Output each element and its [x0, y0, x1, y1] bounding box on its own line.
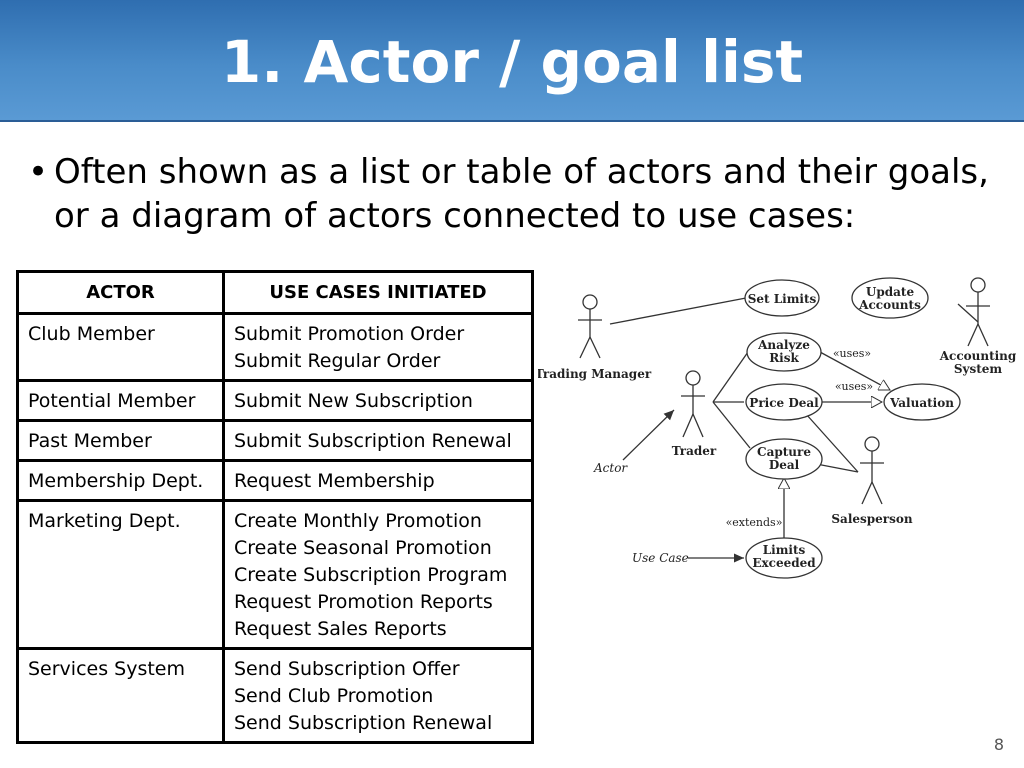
- header-use-cases: USE CASES INITIATED: [222, 270, 534, 315]
- label-trading-manager: Trading Manager: [538, 367, 652, 381]
- use-cases-cell: Submit New Subscription: [222, 379, 534, 422]
- actor-cell: Services System: [16, 647, 225, 744]
- label-limits-exceeded-line1: Limits: [763, 543, 806, 557]
- use-case-price-deal: [745, 383, 823, 421]
- label-update-accounts-line1: Update: [866, 285, 915, 299]
- uses-relationship: [819, 351, 890, 391]
- slide-title: 1. Actor / goal list: [220, 28, 804, 96]
- header-actor: ACTOR: [16, 270, 225, 315]
- label-set-limits: Set Limits: [748, 292, 817, 306]
- actor-cell: Membership Dept.: [16, 459, 225, 502]
- actor-cell: Marketing Dept.: [16, 499, 225, 650]
- annotation-use-case: Use Case: [632, 551, 689, 565]
- use-cases-cell: Send Subscription Offer Send Club Promot…: [222, 647, 534, 744]
- label-analyze-risk-line2: Risk: [769, 351, 799, 365]
- association-line: [805, 413, 859, 473]
- use-case-item: Send Club Promotion: [234, 685, 434, 707]
- use-cases-cell: Submit Subscription Renewal: [222, 419, 534, 462]
- label-extends: «extends»: [726, 516, 783, 529]
- label-price-deal: Price Deal: [749, 396, 819, 410]
- use-case-set-limits: [744, 279, 820, 317]
- trader-actor-icon: [681, 370, 705, 438]
- label-analyze-risk-line1: Analyze: [757, 338, 810, 352]
- use-case-limits-exceeded: [745, 537, 823, 579]
- actor-cell: Club Member: [16, 312, 225, 382]
- label-accounting-system-line1: Accounting: [939, 349, 1017, 363]
- actor-annotation-arrow: [622, 409, 675, 461]
- actor-cell: Past Member: [16, 419, 225, 462]
- use-case-item: Send Subscription Offer: [234, 658, 460, 680]
- use-case-update-accounts: [851, 277, 929, 319]
- actor-goal-table: ACTOR USE CASES INITIATED Club Member Su…: [16, 270, 534, 744]
- use-cases-cell: Request Membership: [222, 459, 534, 502]
- label-capture-deal-line2: Deal: [769, 458, 800, 472]
- use-case-item: Create Monthly Promotion: [234, 510, 482, 532]
- table-row: Membership Dept. Request Membership: [16, 459, 534, 502]
- use-case-item: Submit Promotion Order: [234, 323, 465, 345]
- use-case-valuation: [883, 383, 961, 421]
- bullet-dot-icon: •: [28, 152, 49, 192]
- association-line: [712, 351, 749, 403]
- use-case-item: Request Promotion Reports: [234, 591, 493, 613]
- use-case-item: Create Subscription Program: [234, 564, 508, 586]
- use-cases-cell: Create Monthly Promotion Create Seasonal…: [222, 499, 534, 650]
- annotation-actor: Actor: [593, 461, 628, 475]
- label-uses-1: «uses»: [833, 347, 871, 360]
- use-cases-cell: Submit Promotion Order Submit Regular Or…: [222, 312, 534, 382]
- title-bar: 1. Actor / goal list: [0, 0, 1024, 122]
- table-row: Club Member Submit Promotion Order Submi…: [16, 312, 534, 382]
- label-accounting-system-line2: System: [954, 362, 1003, 376]
- use-case-item: Request Membership: [234, 470, 435, 492]
- use-case-item: Submit Regular Order: [234, 350, 441, 372]
- table-header-row: ACTOR USE CASES INITIATED: [16, 270, 534, 315]
- bullet-text: Often shown as a list or table of actors…: [54, 152, 989, 236]
- actor-cell: Potential Member: [16, 379, 225, 422]
- association-line: [609, 297, 747, 325]
- use-case-item: Send Subscription Renewal: [234, 712, 493, 734]
- table-row: Services System Send Subscription Offer …: [16, 647, 534, 744]
- use-case-diagram: Set Limits Update Accounts Analyze Risk …: [538, 277, 1017, 579]
- label-salesperson: Salesperson: [831, 512, 912, 526]
- salesperson-actor-icon: [860, 436, 884, 505]
- table-row: Marketing Dept. Create Monthly Promotion…: [16, 499, 534, 650]
- label-trader: Trader: [672, 444, 717, 458]
- label-update-accounts-line2: Accounts: [858, 298, 921, 312]
- association-line: [712, 401, 751, 449]
- label-limits-exceeded-line2: Exceeded: [752, 556, 816, 570]
- use-case-item: Create Seasonal Promotion: [234, 537, 492, 559]
- page-number: 8: [993, 735, 1004, 754]
- table-row: Past Member Submit Subscription Renewal: [16, 419, 534, 462]
- use-case-item: Submit New Subscription: [234, 390, 473, 412]
- use-case-item: Request Sales Reports: [234, 618, 447, 640]
- accounting-system-actor-icon: [966, 277, 990, 347]
- association-line: [957, 303, 979, 323]
- table-row: Potential Member Submit New Subscription: [16, 379, 534, 422]
- use-case-item: Submit Subscription Renewal: [234, 430, 512, 452]
- use-case-analyze-risk: [746, 332, 822, 372]
- use-case-capture-deal: [745, 438, 823, 480]
- label-capture-deal-line1: Capture: [757, 445, 811, 459]
- label-uses-2: «uses»: [835, 380, 873, 393]
- label-valuation: Valuation: [889, 396, 954, 410]
- trading-manager-actor-icon: [578, 294, 602, 359]
